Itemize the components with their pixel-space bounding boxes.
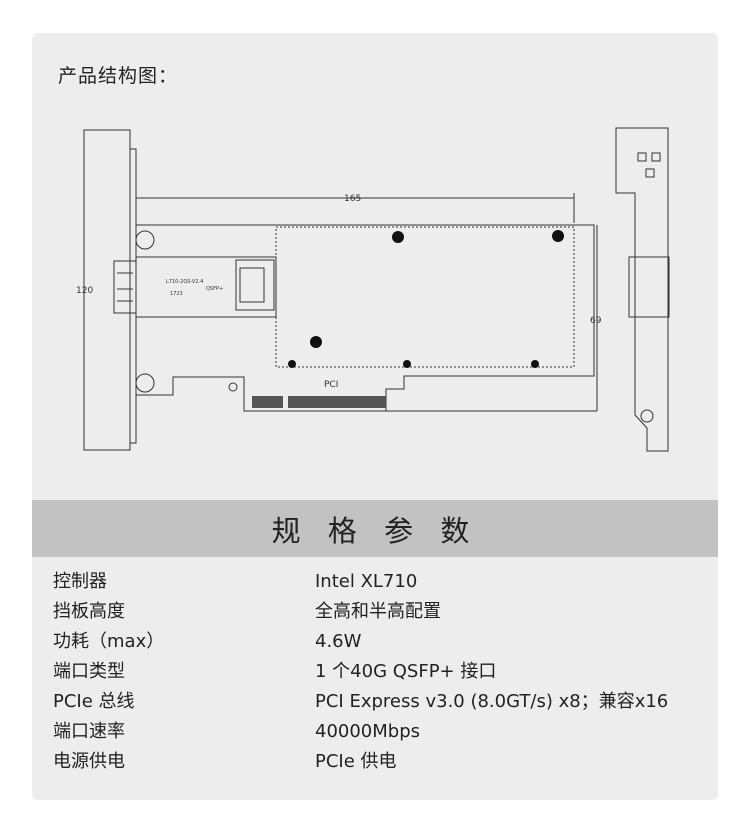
spec-key: PCIe 总线 xyxy=(53,691,135,712)
board-model-label: L710-2QS-V2.4 xyxy=(166,279,203,285)
spec-key: 功耗（max） xyxy=(53,631,165,652)
spec-row: 挡板高度 全高和半高配置 xyxy=(32,597,718,627)
pcb-outline xyxy=(135,224,595,412)
spec-value: 全高和半高配置 xyxy=(315,601,441,622)
spec-key: 挡板高度 xyxy=(53,601,125,622)
spec-row: PCIe 总线 PCI Express v3.0 (8.0GT/s) x8；兼容… xyxy=(32,687,718,717)
spec-value: PCIe 供电 xyxy=(315,751,397,772)
bracket-port-window xyxy=(628,256,670,318)
dim-height: 120 xyxy=(76,286,93,296)
spec-key: 端口速率 xyxy=(53,721,125,742)
spec-row: 端口类型 1 个40G QSFP+ 接口 xyxy=(32,657,718,687)
board-port-label: QSFP+ xyxy=(206,286,223,292)
qsfp-cage xyxy=(113,260,137,314)
board-code-label: 1723 xyxy=(170,291,183,297)
dim-width: 165 xyxy=(344,194,361,204)
spec-row: 控制器 Intel XL710 xyxy=(32,567,718,597)
structure-title: 产品结构图： xyxy=(58,65,179,87)
spec-key: 电源供电 xyxy=(53,751,125,772)
spec-key: 控制器 xyxy=(53,571,107,592)
spec-value: Intel XL710 xyxy=(315,571,418,592)
spec-value: 40000Mbps xyxy=(315,721,421,742)
spec-row: 端口速率 40000Mbps xyxy=(32,717,718,747)
spec-value: PCI Express v3.0 (8.0GT/s) x8；兼容x16 xyxy=(315,691,669,712)
board-bus-label: PCI xyxy=(324,380,338,390)
pcie-pins-short xyxy=(252,396,283,408)
spec-key: 端口类型 xyxy=(53,661,125,682)
pcie-pins-long xyxy=(288,396,386,408)
spec-value: 1 个40G QSFP+ 接口 xyxy=(315,661,497,682)
product-card: 产品结构图： xyxy=(32,33,718,800)
spec-row: 功耗（max） 4.6W xyxy=(32,627,718,657)
dim-depth: 69 xyxy=(590,316,602,326)
spec-header-title: 规 格 参 数 xyxy=(271,513,479,548)
spec-table: 控制器 Intel XL710 挡板高度 全高和半高配置 功耗（max） 4.6… xyxy=(32,567,718,777)
structure-drawing: 165 120 69 L710-2QS-V2.4 1723 QSFP+ PCI xyxy=(76,127,670,452)
spec-value: 4.6W xyxy=(315,631,362,652)
bracket-front-view xyxy=(615,127,669,452)
spec-row: 电源供电 PCIe 供电 xyxy=(32,747,718,777)
spec-header: 规 格 参 数 xyxy=(32,500,718,557)
